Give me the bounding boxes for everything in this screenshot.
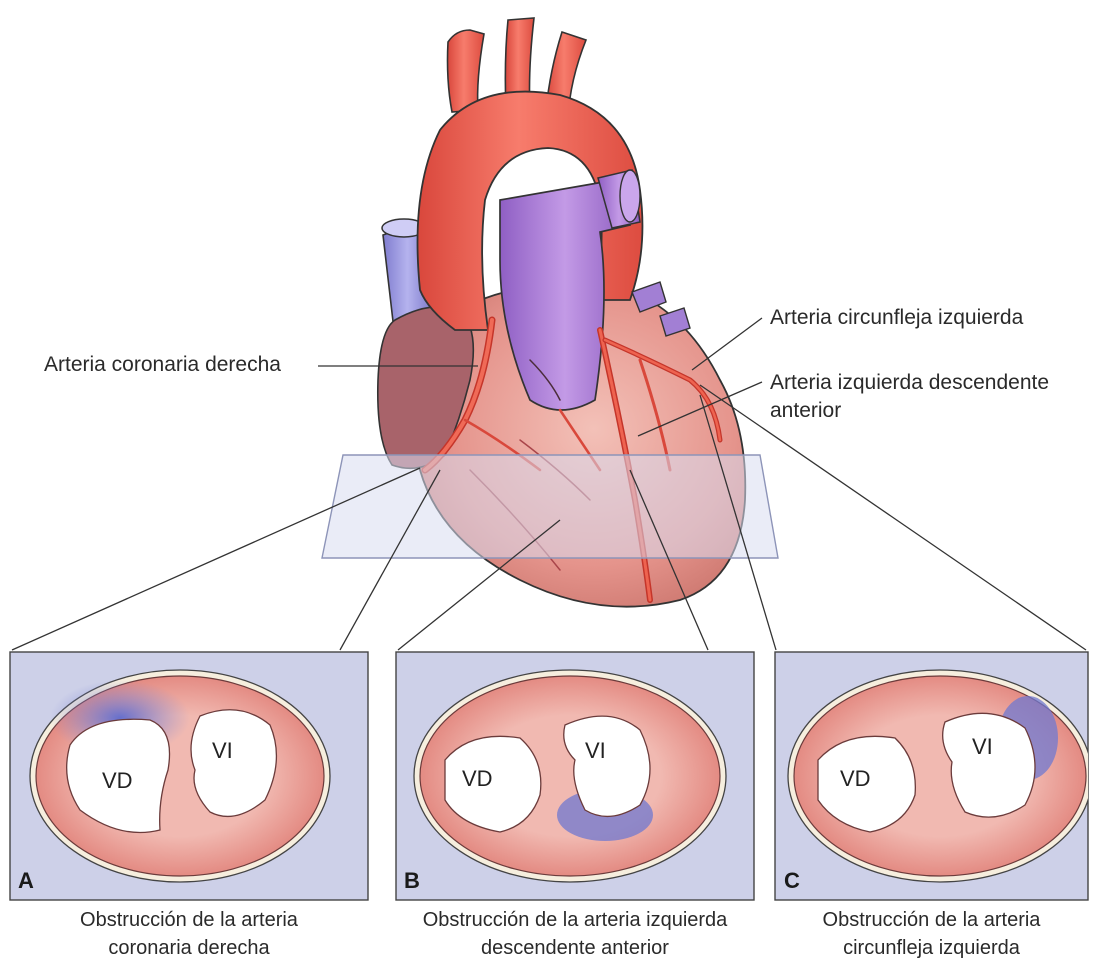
heart-illustration	[322, 18, 778, 607]
panel-c-caption-line2: circunfleja izquierda	[775, 934, 1088, 962]
panel-c-caption: Obstrucción de la arteria circunfleja iz…	[775, 906, 1088, 962]
panel-a-caption-line2: coronaria derecha	[10, 934, 368, 962]
panel-a-rv-label: VD	[102, 768, 133, 793]
panel-c-caption-line1: Obstrucción de la arteria	[775, 906, 1088, 934]
panel-a-caption-line1: Obstrucción de la arteria	[10, 906, 368, 934]
panel-b: VD VI	[396, 652, 754, 900]
label-lad-artery-line1: Arteria izquierda descendente	[770, 370, 1049, 396]
panel-b-letter: B	[404, 868, 420, 894]
panel-a-letter: A	[18, 868, 34, 894]
label-right-coronary-artery: Arteria coronaria derecha	[44, 352, 281, 378]
panel-b-caption-line2: descendente anterior	[376, 934, 774, 962]
label-circumflex-artery: Arteria circunfleja izquierda	[770, 305, 1023, 331]
panel-b-caption: Obstrucción de la arteria izquierda desc…	[376, 906, 774, 962]
section-plane	[322, 455, 778, 558]
label-lad-artery-line2: anterior	[770, 398, 841, 424]
panel-c-rv-label: VD	[840, 766, 871, 791]
panel-c-lv-label: VI	[972, 734, 993, 759]
panel-a: VD VI	[10, 652, 368, 900]
panel-b-caption-line1: Obstrucción de la arteria izquierda	[376, 906, 774, 934]
panel-c: VD VI	[775, 652, 1092, 900]
panel-a-lv-label: VI	[212, 738, 233, 763]
panel-b-lv-label: VI	[585, 738, 606, 763]
panel-c-letter: C	[784, 868, 800, 894]
panel-a-caption: Obstrucción de la arteria coronaria dere…	[10, 906, 368, 962]
panel-b-rv-label: VD	[462, 766, 493, 791]
